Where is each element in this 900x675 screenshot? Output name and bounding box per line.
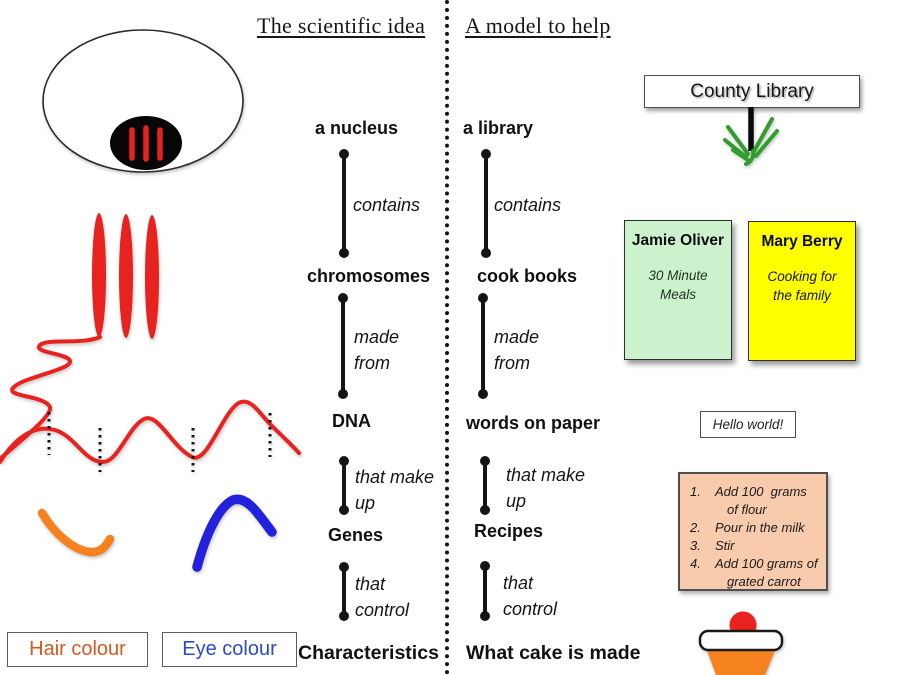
link-that-make-up: that make up [506, 465, 586, 512]
connector-line [481, 297, 485, 394]
dotted-divider-line [445, 0, 449, 675]
recipe-step: 4. Add 100 grams of grated carrot [690, 555, 820, 591]
book-author: Jamie Oliver [631, 232, 725, 249]
recipe-step-number: 4. [690, 555, 701, 571]
frosting-band [698, 629, 784, 652]
recipe-card: 1. Add 100 grams of flour 2. Pour in the… [678, 472, 828, 591]
connector-line [341, 297, 345, 394]
term-recipes: Recipes [474, 521, 544, 541]
cell-membrane [42, 29, 244, 173]
term-words-on-paper: words on paper [466, 413, 601, 433]
link-contains: contains [494, 195, 562, 215]
recipe-step: 3. Stir [690, 537, 820, 555]
link-contains: contains [353, 195, 421, 215]
connector-line [483, 460, 487, 510]
recipe-step-text: Stir [715, 537, 735, 553]
hello-world-note: Hello world! [700, 411, 796, 438]
book-title: Cooking for the family [767, 269, 837, 303]
down-arrow-icon [722, 107, 784, 174]
recipe-step-text: Pour in the milk [715, 519, 805, 535]
heading-scientific-idea: The scientific idea [257, 13, 426, 38]
recipe-step: 1. Add 100 grams of flour [690, 483, 820, 519]
hair-gene-curve [30, 495, 125, 575]
book-title: 30 Minute Meals [648, 268, 708, 302]
recipe-step-number: 1. [690, 484, 701, 499]
cup-shape [706, 648, 776, 675]
connector-line [342, 153, 346, 253]
chromosome-dna-drawing [0, 195, 310, 490]
county-library-sign: County Library [644, 75, 860, 108]
recipe-step-text: Add 100 grams of grated carrot [715, 555, 822, 589]
chromosome-shapes [92, 213, 159, 339]
recipe-step-text: Add 100 grams of flour [715, 484, 811, 517]
link-made-from: made from [354, 327, 400, 374]
book-cover-mary-berry: Mary Berry Cooking for the family [748, 221, 856, 361]
gene-tick-marks [47, 412, 272, 472]
link-that-make-up: that make up [355, 467, 435, 514]
connector-line [342, 460, 346, 510]
recipe-step-number: 2. [690, 519, 701, 535]
heading-model-to-help: A model to help [465, 13, 611, 38]
term-genes: Genes [328, 525, 384, 545]
eye-colour-label: Eye colour [182, 638, 277, 660]
term-nucleus: a nucleus [315, 118, 399, 138]
cell-diagram [28, 22, 268, 192]
connector-line [483, 565, 487, 616]
dna-strand [0, 335, 301, 464]
term-what-cake-is-made: What cake is made [466, 642, 641, 664]
connector-line [342, 566, 346, 616]
term-library: a library [463, 118, 534, 138]
hair-colour-box: Hair colour [7, 632, 148, 667]
hello-world-text: Hello world! [712, 417, 784, 432]
eye-colour-box: Eye colour [162, 632, 297, 667]
term-cook-books: cook books [477, 266, 578, 286]
term-dna: DNA [332, 411, 371, 431]
connector-line [484, 153, 488, 253]
term-characteristics: Characteristics [298, 642, 439, 664]
eye-gene-curve [190, 492, 285, 582]
county-library-label: County Library [690, 80, 814, 102]
book-author: Mary Berry [761, 233, 843, 250]
link-made-from: made from [494, 327, 540, 374]
nucleus-chromosomes [129, 125, 163, 162]
link-that-control: that control [503, 573, 558, 620]
link-that-control: that control [355, 574, 410, 621]
hair-colour-label: Hair colour [29, 638, 126, 660]
book-cover-jamie-oliver: Jamie Oliver 30 Minute Meals [624, 220, 732, 360]
cupcake-icon [693, 603, 793, 675]
term-chromosomes: chromosomes [307, 266, 431, 286]
recipe-step: 2. Pour in the milk [690, 519, 820, 537]
recipe-step-number: 3. [690, 537, 701, 553]
